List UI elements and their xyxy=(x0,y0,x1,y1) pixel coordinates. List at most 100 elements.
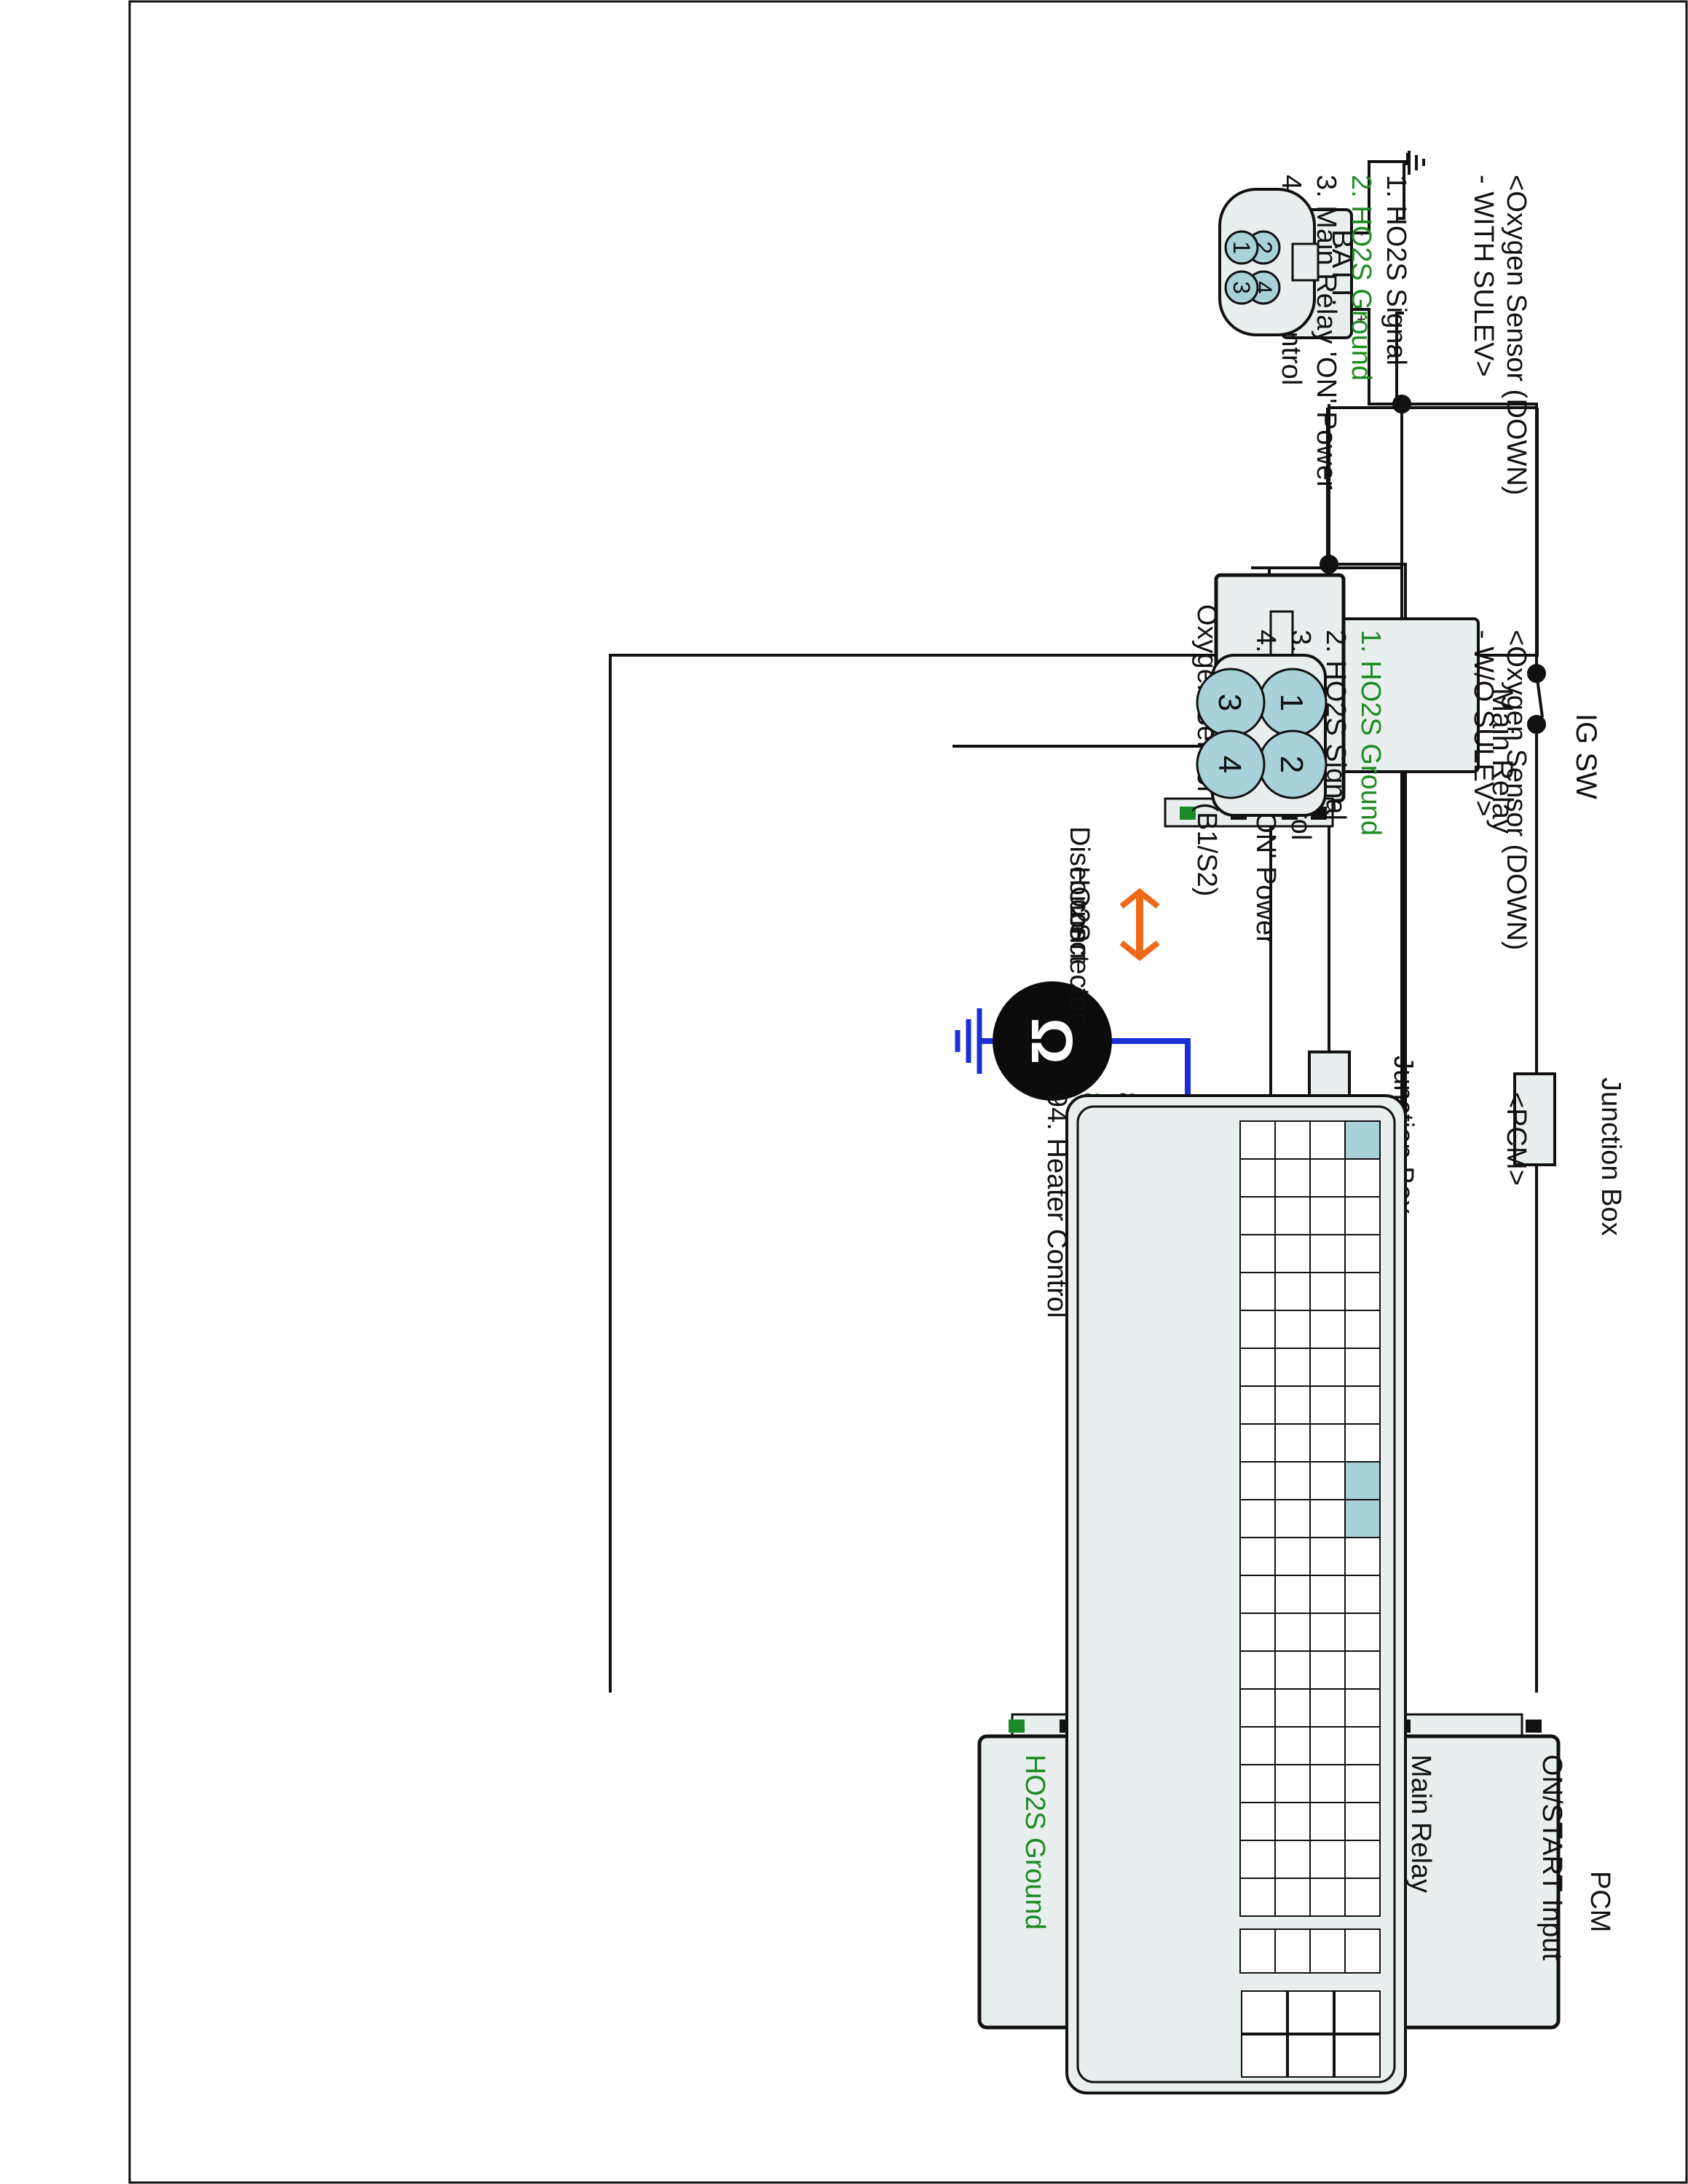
battery-minus-lead xyxy=(1351,160,1402,234)
pcm-cell-0-20 xyxy=(1344,1878,1381,1917)
main-relay-label: Main Relay xyxy=(1486,688,1518,834)
pcm-pin-label-2-1: Main Relay xyxy=(1405,1754,1436,1893)
pcm-cell-3-10 xyxy=(1239,1499,1276,1538)
pcm-cell-1-10 xyxy=(1309,1499,1346,1538)
battery-minus-sign: - xyxy=(1354,231,1372,236)
battery-plus-lead xyxy=(1351,308,1398,405)
disconnect-label-1: Disconnect xyxy=(1064,826,1095,963)
pcm-cell-0-9 xyxy=(1344,1461,1381,1500)
pcm-cell-2-18 xyxy=(1274,1802,1311,1841)
wo-sulev-pin-4 xyxy=(1196,729,1266,799)
pcm-power-cell-2-1 xyxy=(1241,2034,1287,2078)
pcm-power-cell-0-1 xyxy=(1334,2034,1381,2078)
pcm-cell-0-6 xyxy=(1344,1348,1381,1387)
pcm-cell-0-4 xyxy=(1344,1272,1381,1311)
pcm-cell-2-4 xyxy=(1274,1272,1311,1311)
pcm-cell-1-1 xyxy=(1309,1158,1346,1198)
pcm-cell-1-8 xyxy=(1309,1423,1346,1463)
pcm-cell-3-19 xyxy=(1239,1840,1276,1879)
battery-positive-wire xyxy=(1395,312,1404,408)
with-sulev-pin-label-1: 1 xyxy=(1228,241,1255,254)
pcm-side-cell-2 xyxy=(1274,1928,1311,1974)
pcm-cell-2-15 xyxy=(1274,1688,1311,1728)
pcm-pin-label-6-1: HO2S Ground xyxy=(1019,1754,1050,1930)
pcm-cell-1-15 xyxy=(1309,1688,1346,1728)
pcm-cell-1-7 xyxy=(1309,1385,1346,1425)
pcm-cell-1-6 xyxy=(1309,1348,1346,1387)
pcm-cell-3-16 xyxy=(1239,1726,1276,1765)
ig-sw-feed-wire xyxy=(1402,403,1538,666)
wo-sulev-title-2: - W/O SULEV> xyxy=(1468,630,1499,817)
pcm-cell-1-16 xyxy=(1309,1726,1346,1765)
pcm-cell-2-9 xyxy=(1274,1461,1311,1500)
with-sulev-title-1: <Oxygen Sensor (DOWN) xyxy=(1501,175,1531,495)
pcm-cell-0-14 xyxy=(1344,1650,1381,1690)
with-sulev-pin-3 xyxy=(1224,270,1259,305)
wo-sulev-pin-label-4: 4 xyxy=(1212,756,1247,773)
pcm-cell-1-5 xyxy=(1309,1310,1346,1349)
pcm-cell-2-17 xyxy=(1274,1764,1311,1803)
pcm-cell-3-20 xyxy=(1239,1878,1276,1917)
pcm-cell-0-8 xyxy=(1344,1423,1381,1463)
with-sulev-legend-2: 2. HO2S Ground xyxy=(1346,175,1376,381)
ohm-meter-icon xyxy=(993,981,1112,1101)
pcm-cell-0-2 xyxy=(1344,1196,1381,1235)
pcm-cell-3-14 xyxy=(1239,1650,1276,1690)
pcm-cell-3-0 xyxy=(1239,1120,1276,1160)
pcm-cell-0-3 xyxy=(1344,1234,1381,1273)
sensor-pin-1 xyxy=(1180,807,1196,820)
pcm-cell-2-1 xyxy=(1274,1158,1311,1198)
pcm-cell-2-13 xyxy=(1274,1613,1311,1652)
wo-sulev-legend-1: 1. HO2S Ground xyxy=(1355,630,1386,836)
pcm-pin-label-1-1: ON/START Input xyxy=(1537,1754,1567,1961)
pcm-pin-marker-1 xyxy=(1526,1720,1542,1733)
pcm-cell-0-16 xyxy=(1344,1726,1381,1765)
pcm-cell-2-5 xyxy=(1274,1310,1311,1349)
pcm-cell-2-8 xyxy=(1274,1423,1311,1463)
pcm-cell-1-2 xyxy=(1309,1196,1346,1235)
pcm-connector-title: <PCM> xyxy=(1501,1092,1531,1186)
pcm-cell-2-7 xyxy=(1274,1385,1311,1425)
ig-sw-label: IG SW xyxy=(1570,713,1602,799)
pcm-power-cell-1-1 xyxy=(1287,2034,1334,2078)
battery-plus-sign: + xyxy=(1352,314,1370,324)
pcm-cell-1-19 xyxy=(1309,1840,1346,1879)
with-sulev-latch xyxy=(1291,242,1320,282)
pcm-cell-0-17 xyxy=(1344,1764,1381,1803)
wo-sulev-pin-label-3: 3 xyxy=(1212,694,1247,711)
pcm-cell-0-0 xyxy=(1344,1120,1381,1160)
pcm-cell-0-11 xyxy=(1344,1537,1381,1576)
pcm-cell-3-4 xyxy=(1239,1272,1276,1311)
pcm-cell-2-2 xyxy=(1274,1196,1311,1235)
pcm-power-cell-2-0 xyxy=(1241,1990,1287,2034)
pcm-cell-1-14 xyxy=(1309,1650,1346,1690)
wo-sulev-pin-label-1: 1 xyxy=(1274,694,1309,711)
pcm-cell-2-10 xyxy=(1274,1499,1311,1538)
pcm-cell-3-6 xyxy=(1239,1348,1276,1387)
disconnect-arrow-head-2 xyxy=(1119,940,1160,962)
with-sulev-pin-1 xyxy=(1224,230,1259,265)
disconnect-label-3: connector xyxy=(1064,899,1095,1021)
junction-box-1-label: Junction Box xyxy=(1596,1077,1626,1236)
pcm-cell-2-19 xyxy=(1274,1840,1311,1879)
pcm-cell-1-13 xyxy=(1309,1613,1346,1652)
junction-box-1 xyxy=(1513,1072,1556,1166)
pcm-cell-0-7 xyxy=(1344,1385,1381,1425)
pcm-cell-1-3 xyxy=(1309,1234,1346,1273)
sheet-border xyxy=(128,0,1688,2184)
pcm-side-cell-3 xyxy=(1239,1928,1276,1974)
pcm-cell-3-9 xyxy=(1239,1461,1276,1500)
pcm-cell-3-12 xyxy=(1239,1575,1276,1614)
disconnect-label-2: HO2S xyxy=(1064,866,1095,941)
pcm-cell-3-2 xyxy=(1239,1196,1276,1235)
pcm-cell-2-14 xyxy=(1274,1650,1311,1690)
pcm-cell-2-20 xyxy=(1274,1878,1311,1917)
pcm-cell-0-12 xyxy=(1344,1575,1381,1614)
pcm-cell-1-4 xyxy=(1309,1272,1346,1311)
pcm-cell-3-1 xyxy=(1239,1158,1276,1198)
pcm-cell-3-15 xyxy=(1239,1688,1276,1728)
pcm-cell-0-13 xyxy=(1344,1613,1381,1652)
